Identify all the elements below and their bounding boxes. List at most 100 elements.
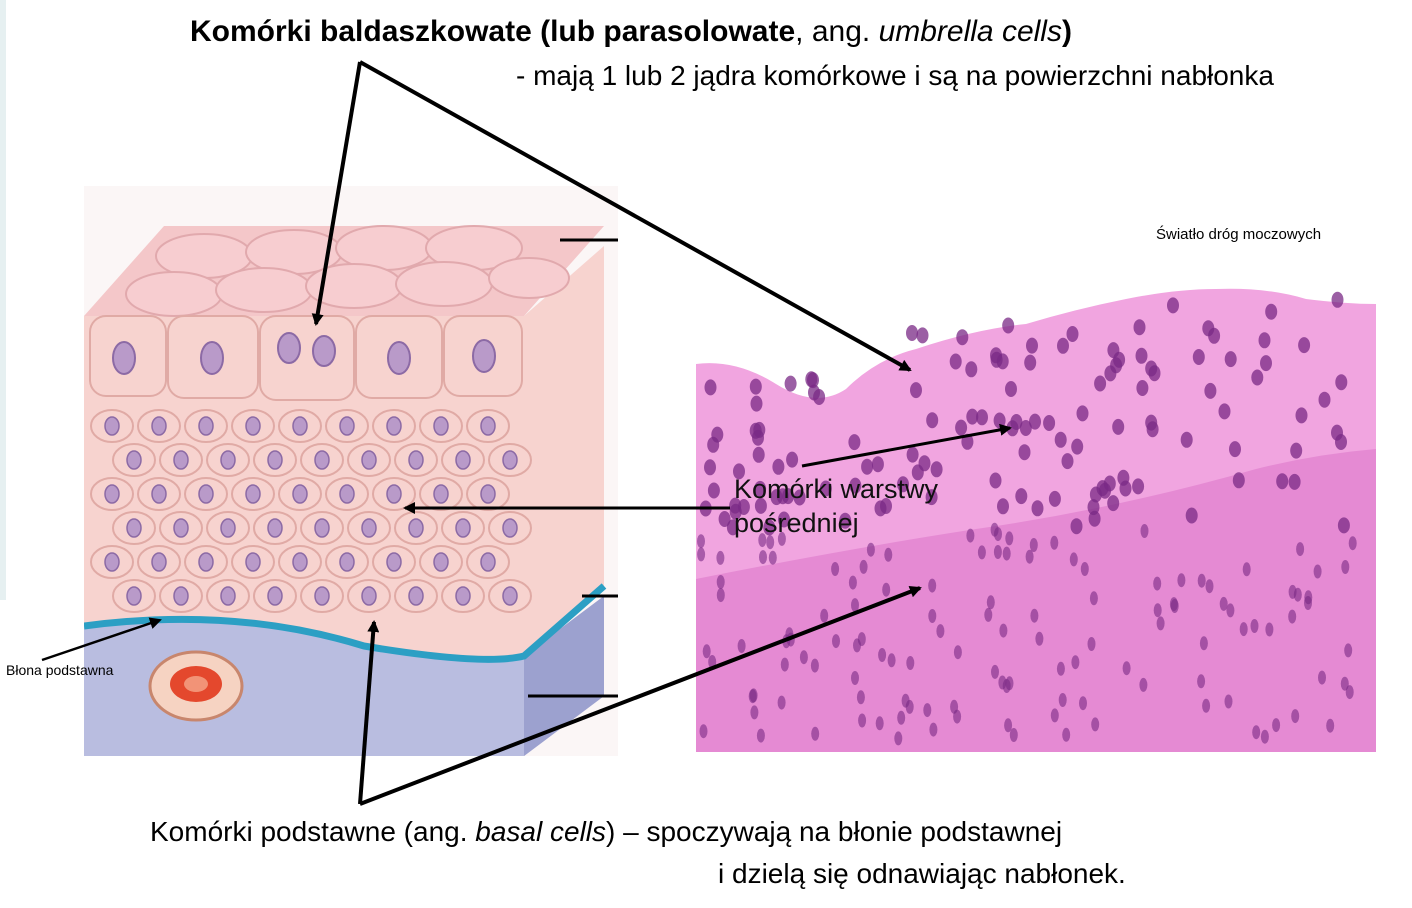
nucleus-dot [1224, 351, 1237, 368]
nucleus-dot [820, 608, 829, 623]
left-edge-strip [0, 0, 6, 600]
nucleus-dot [1079, 696, 1087, 711]
nucleus-dot [778, 511, 790, 528]
nucleus-dot [1094, 375, 1107, 392]
nucleus-dot [1345, 685, 1354, 700]
nucleus-dot [961, 433, 974, 450]
nucleus-dot [906, 325, 918, 341]
nucleus-dot [1341, 560, 1350, 574]
nucleus-dot [832, 634, 840, 649]
nucleus-dot [1035, 631, 1044, 646]
nucleus-dot [749, 422, 762, 439]
nucleus-dot [993, 412, 1006, 429]
nucleus-dot [807, 372, 819, 389]
nucleus-dot [708, 655, 717, 669]
nucleus-dot [1337, 517, 1350, 534]
nucleus-dot [1258, 332, 1271, 349]
intermediate-cell [231, 477, 275, 511]
nucleus-dot [906, 446, 919, 463]
nucleus-dot [810, 658, 819, 673]
nucleus-dot [793, 489, 806, 506]
intermediate-cell [394, 443, 438, 477]
nucleus-dot [976, 409, 988, 426]
nucleus-dot [785, 627, 794, 642]
blood-vessel [148, 650, 244, 722]
nucleus-dot [1080, 562, 1089, 576]
umbrella-cells-description: - mają 1 lub 2 jądra komórkowe i są na p… [516, 60, 1274, 91]
nucleus-dot [1251, 369, 1264, 386]
nucleus-dot [733, 463, 745, 480]
nucleus-dot [848, 575, 857, 590]
intermediate-cell [466, 477, 510, 511]
nucleus-dot [1348, 536, 1357, 551]
nucleus-dot [1153, 603, 1162, 618]
nucleus-dot [1069, 552, 1078, 567]
nucleus-dot [1232, 472, 1245, 489]
nucleus-dot [1136, 380, 1149, 396]
nucleus-dot [1089, 591, 1098, 606]
intermediate-cell [278, 477, 322, 511]
nucleus-dot [763, 519, 776, 536]
nucleus-dot [770, 489, 783, 506]
nucleus-dot [1140, 524, 1149, 538]
nucleus-dot [1091, 717, 1100, 732]
nucleus-dot [953, 645, 962, 660]
nucleus-dot [1058, 693, 1067, 707]
intermediate-cell [394, 511, 438, 545]
nucleus-dot [1005, 531, 1014, 546]
intermediate-label-line1: Komórki warstwy [734, 474, 939, 504]
intermediate-cell [206, 579, 250, 613]
nucleus-dot [1331, 291, 1344, 308]
nucleus-dot [1204, 382, 1217, 399]
intermediate-cell [206, 511, 250, 545]
nucleus-dot [749, 378, 762, 395]
nucleus-dot [750, 395, 763, 412]
intermediate-cell [184, 477, 228, 511]
nucleus-dot [1004, 718, 1013, 733]
nucleus-dot [716, 588, 725, 603]
nucleus-dot [1318, 391, 1331, 408]
nucleus-dot [1331, 424, 1343, 441]
intermediate-cell [325, 477, 369, 511]
nucleus-dot [1205, 579, 1214, 594]
nucleus-dot [1304, 596, 1312, 610]
nucleus-dot [894, 731, 903, 746]
intermediate-cell [347, 579, 391, 613]
nucleus-dot [1265, 622, 1274, 637]
nucleus-dot [857, 632, 866, 647]
nucleus-dot [849, 477, 862, 494]
intermediate-cell [441, 443, 485, 477]
nucleus-dot [707, 436, 720, 453]
nucleus-dot [1071, 438, 1084, 455]
nucleus-dot [772, 458, 785, 475]
intermediate-cell [90, 409, 134, 443]
nucleus-dot [984, 607, 993, 622]
nucleus-dot [1318, 670, 1326, 685]
nucleus-dot [1087, 499, 1100, 516]
umbrella-cell-row [89, 315, 523, 401]
nucleus-dot [1066, 326, 1079, 342]
nucleus-dot [990, 351, 1003, 368]
lumen-label: Światło dróg moczowych [1156, 225, 1321, 243]
nucleus-dot [1224, 694, 1233, 709]
intermediate-cell [253, 511, 297, 545]
nucleus-dot [993, 545, 1002, 559]
nucleus-dot [875, 716, 884, 731]
nucleus-dot [811, 726, 820, 741]
nucleus-dot [766, 535, 775, 550]
nucleus-dot [1272, 718, 1281, 733]
nucleus-dot [1180, 431, 1193, 448]
nucleus-dot [716, 575, 725, 589]
intermediate-cell [488, 579, 532, 613]
nucleus-dot [1219, 596, 1228, 611]
nucleus-dot [1202, 698, 1211, 713]
nucleus-dot [1071, 655, 1080, 670]
nucleus-dot [1119, 480, 1132, 497]
nucleus-dot [1024, 354, 1037, 371]
nucleus-dot [1018, 444, 1031, 461]
nucleus-dot [831, 562, 840, 576]
nucleus-dot [1026, 337, 1038, 354]
title-closing-paren: ) [1061, 15, 1072, 48]
intermediate-cell [488, 511, 532, 545]
nucleus-dot [1043, 415, 1056, 431]
